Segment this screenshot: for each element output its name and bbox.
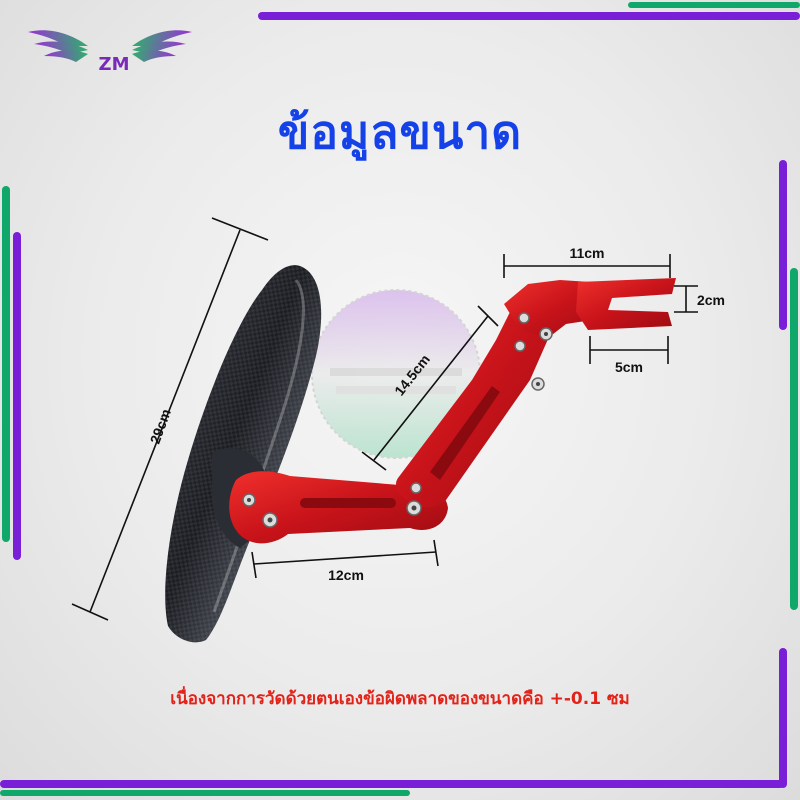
wing-logo-icon — [28, 30, 192, 62]
bottom-purple-border — [0, 780, 784, 788]
dim-clamp-width: 11cm — [569, 245, 604, 261]
bottom-right-purple-border — [779, 648, 787, 788]
left-purple-border — [13, 232, 21, 560]
page-title: ข้อมูลขนาด — [277, 105, 523, 159]
dim-total-height: 29cm — [147, 407, 174, 446]
dim-slot-width: 2cm — [697, 292, 725, 308]
measurement-note: เนื่องจากการวัดด้วยตนเองข้อผิดพลาดของขนา… — [170, 689, 630, 709]
dimension-lines — [71, 217, 698, 621]
right-purple-border — [779, 160, 787, 330]
red-bracket — [229, 278, 676, 544]
dim-slot-length: 5cm — [615, 359, 643, 375]
top-green-border — [628, 2, 800, 8]
right-green-border — [790, 268, 798, 610]
top-purple-border — [258, 12, 800, 20]
mirror-body — [165, 265, 322, 643]
left-green-border — [2, 186, 10, 542]
brand-logo: ZM — [26, 20, 194, 75]
dim-base-length: 12cm — [328, 567, 364, 583]
dim-arm-length: 14.5cm — [391, 351, 433, 398]
bottom-green-border — [0, 790, 410, 796]
logo-text: ZM — [98, 54, 130, 75]
